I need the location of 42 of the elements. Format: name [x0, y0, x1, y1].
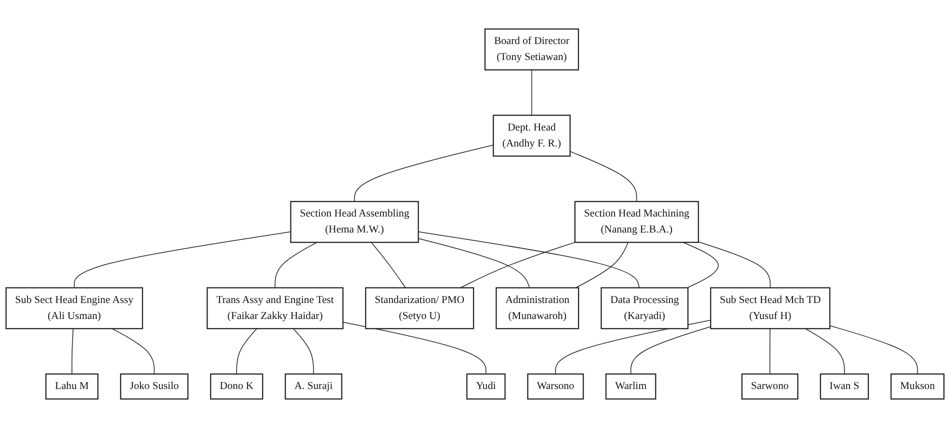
connector	[555, 320, 712, 374]
connector	[805, 328, 845, 374]
node-box: Standarization/ PMO (Setyo U)	[365, 287, 474, 330]
node-box: Yudi	[466, 373, 506, 400]
node-box: A. Suraji	[284, 373, 342, 400]
connector	[418, 231, 640, 288]
connector	[575, 242, 628, 288]
node-box: Iwan S	[820, 373, 869, 400]
node-box: Mukson	[890, 373, 945, 400]
connector	[769, 328, 770, 374]
connector	[570, 151, 638, 202]
node-box: Administration (Munawaroh)	[496, 287, 580, 330]
connector	[418, 238, 530, 288]
connector	[112, 328, 155, 374]
connector	[630, 326, 712, 374]
node-box: Sub Sect Head Engine Assy (Ali Usman)	[5, 287, 144, 330]
node-box: Data Processing (Karyadi)	[600, 287, 689, 330]
node-box: Warsono	[527, 373, 584, 400]
node-box: Board of Director (Tony Setiawan)	[484, 28, 580, 70]
connector	[698, 242, 771, 288]
connector	[292, 328, 314, 374]
connector	[342, 322, 486, 374]
connector	[370, 242, 406, 288]
connector	[460, 242, 576, 288]
node-box: Section Head Assembling (Hema M.W.)	[290, 200, 419, 243]
connector	[829, 325, 918, 374]
connector	[274, 242, 318, 288]
node-box: Dept. Head (Andhy F. R.)	[492, 114, 571, 157]
node-box: Dono K	[210, 373, 264, 400]
connector	[682, 242, 719, 288]
node-box: Joko Susilo	[120, 373, 188, 400]
connector	[74, 231, 292, 288]
connector	[72, 328, 74, 374]
node-box: Sub Sect Head Mch TD (Yusuf H)	[710, 287, 830, 330]
connector	[354, 144, 494, 202]
node-box: Warlim	[605, 373, 656, 400]
node-box: Sarwono	[741, 373, 798, 400]
node-box: Section Head Machining (Nanang E.B.A.)	[574, 200, 699, 243]
connector	[236, 328, 258, 374]
connector	[531, 69, 532, 116]
node-box: Trans Assy and Engine Test (Faikar Zakky Haidar)	[206, 287, 344, 330]
node-box: Lahu M	[45, 373, 98, 400]
